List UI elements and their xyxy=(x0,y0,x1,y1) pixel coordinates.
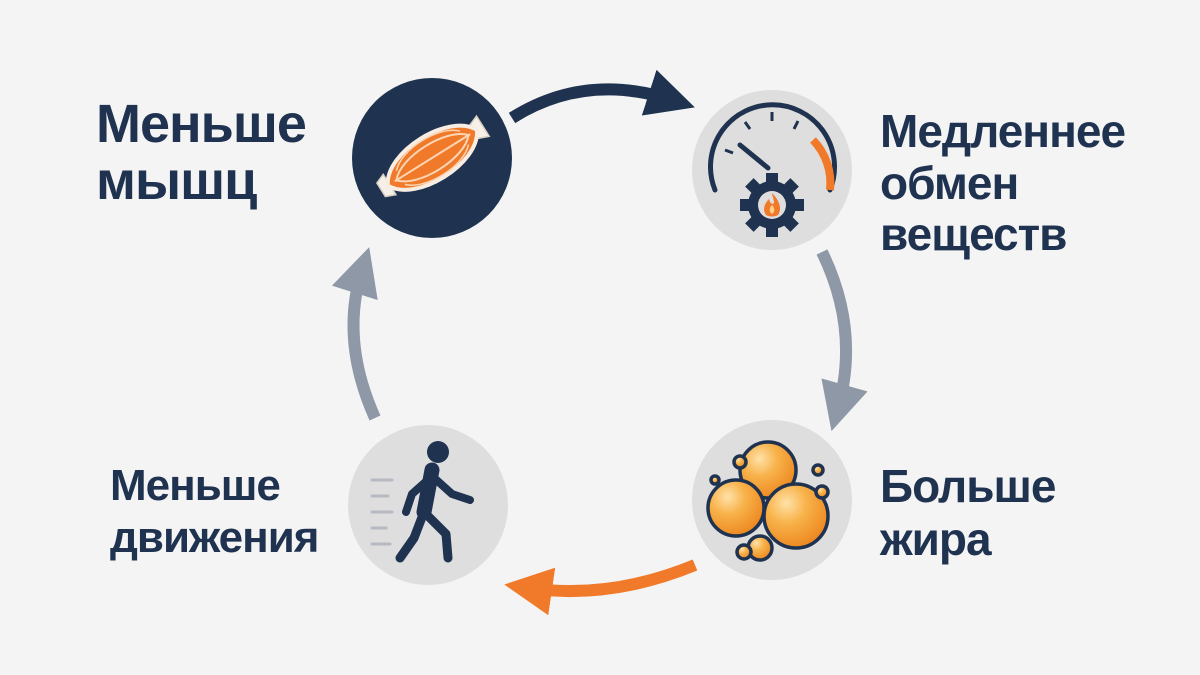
label-line: веществ xyxy=(880,208,1067,261)
node-less-movement xyxy=(348,425,508,585)
label-line: Медленнее xyxy=(880,105,1126,157)
label-line: жира xyxy=(880,512,992,565)
arrow-movement-to-muscle xyxy=(331,247,381,421)
node-more-fat xyxy=(692,420,852,580)
speedometer-gear-icon xyxy=(708,102,837,237)
label-line: Меньше xyxy=(110,461,281,510)
label-line: обмен xyxy=(880,156,1019,209)
fat-cells-icon xyxy=(706,440,830,562)
arrow-muscle-to-metabolism xyxy=(508,69,695,124)
label-less-movement: Меньше движения xyxy=(110,460,319,564)
label-less-muscle: Меньше мышц xyxy=(96,94,307,211)
arrow-fat-to-movement xyxy=(504,559,698,616)
label-line: мышц xyxy=(96,150,257,211)
arrow-metabolism-to-fat xyxy=(816,249,868,432)
node-slower-metabolism xyxy=(692,90,852,250)
label-slower-metabolism: Медленнее обмен веществ xyxy=(880,105,1126,261)
label-line: Меньше xyxy=(96,94,307,154)
label-line: движения xyxy=(110,512,319,562)
label-more-fat: Больше жира xyxy=(880,460,1056,566)
node-less-muscle xyxy=(352,78,512,238)
label-line: Больше xyxy=(880,460,1056,512)
muscle-icon xyxy=(375,114,491,198)
walking-person-icon xyxy=(370,441,474,563)
